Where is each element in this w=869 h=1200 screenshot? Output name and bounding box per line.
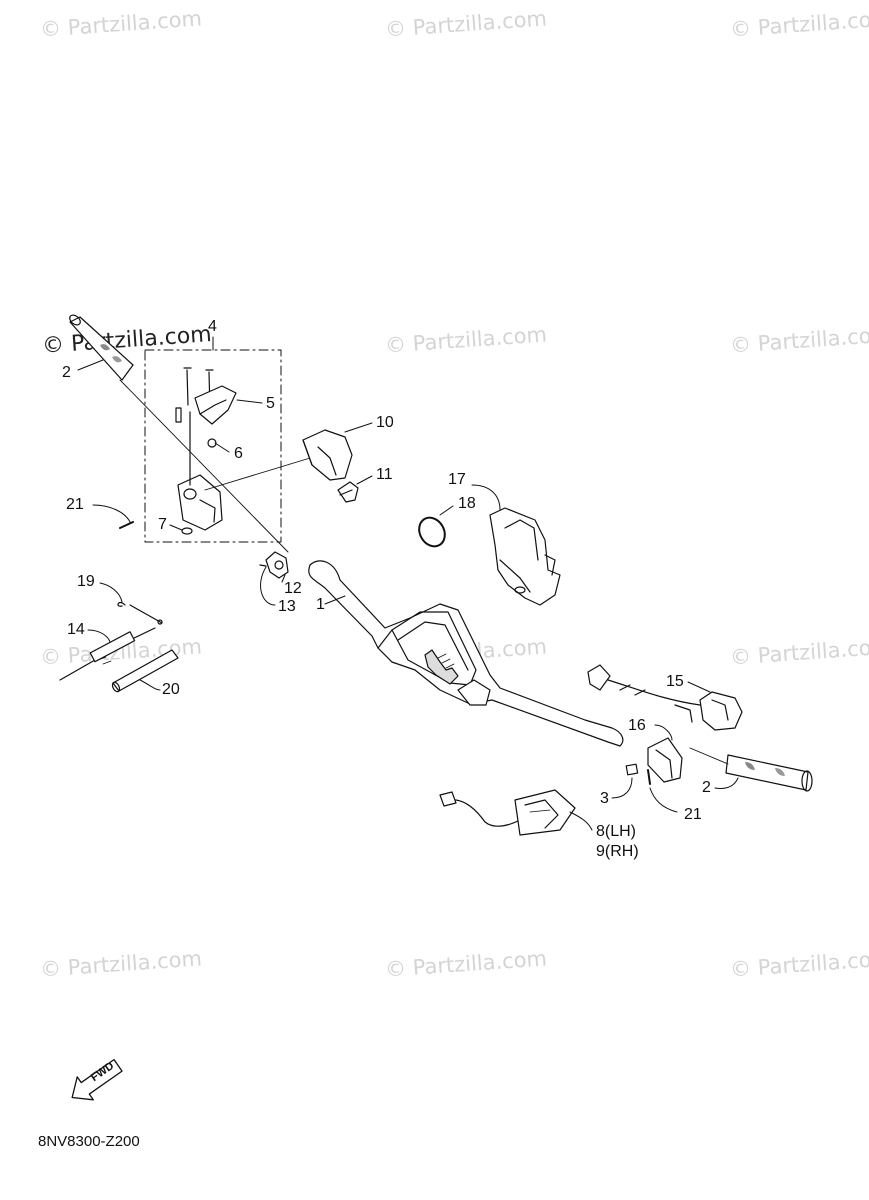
callout-4: 4 bbox=[208, 318, 217, 335]
leader-14 bbox=[87, 629, 111, 643]
leader-6 bbox=[214, 442, 230, 453]
leader-8-9 bbox=[569, 811, 593, 831]
callout-20: 20 bbox=[162, 681, 180, 698]
callout-10: 10 bbox=[376, 414, 394, 431]
throttle-housing-4 bbox=[177, 411, 223, 531]
callout-5: 5 bbox=[266, 395, 275, 412]
bracket-17 bbox=[489, 507, 561, 606]
axis-line bbox=[119, 379, 289, 553]
callout-15: 15 bbox=[666, 673, 684, 690]
callout-21: 21 bbox=[66, 496, 84, 513]
leader-21-left bbox=[92, 504, 131, 523]
switch-cover-10 bbox=[302, 429, 353, 481]
weight-3 bbox=[625, 763, 639, 776]
callout-11: 11 bbox=[376, 466, 393, 483]
fwd-arrow-icon bbox=[71, 1058, 123, 1101]
callout-8: 8(LH) bbox=[596, 823, 637, 840]
handlebar-1 bbox=[308, 560, 624, 747]
leader-2-right bbox=[714, 777, 739, 789]
callout-7: 7 bbox=[158, 516, 167, 533]
cable-19 bbox=[117, 601, 163, 625]
callout-2: 2 bbox=[62, 364, 71, 381]
screw-21-left bbox=[119, 521, 134, 529]
callout-14: 14 bbox=[67, 621, 85, 638]
leader-15 bbox=[687, 681, 711, 693]
callout-6: 6 bbox=[234, 445, 243, 462]
leader-3 bbox=[611, 777, 633, 799]
leader-12 bbox=[281, 574, 286, 583]
screw-7 bbox=[181, 527, 193, 535]
axis-line-2 bbox=[204, 454, 321, 491]
leader-2-left bbox=[77, 359, 104, 371]
leader-20 bbox=[139, 679, 161, 691]
throttle-lever-5 bbox=[175, 367, 237, 425]
holder-16 bbox=[647, 737, 683, 783]
leader-19 bbox=[99, 582, 123, 603]
leader-13 bbox=[260, 566, 276, 606]
callout-17: 17 bbox=[448, 471, 466, 488]
callout-12: 12 bbox=[284, 580, 302, 597]
left-grip-2 bbox=[69, 314, 134, 381]
leader-10 bbox=[344, 422, 373, 433]
callout-18: 18 bbox=[458, 495, 476, 512]
ring-18 bbox=[418, 516, 446, 548]
screw-21-right bbox=[647, 769, 651, 785]
callout-16: 16 bbox=[628, 717, 646, 734]
leader-1 bbox=[324, 595, 346, 605]
nut-6 bbox=[207, 438, 217, 448]
clamp-12 bbox=[259, 551, 289, 579]
right-grip-2 bbox=[689, 747, 813, 792]
callout-19: 19 bbox=[77, 573, 95, 590]
leader-21-right bbox=[649, 787, 678, 813]
tube-20 bbox=[111, 649, 179, 693]
callout-13: 13 bbox=[278, 598, 296, 615]
leader-7 bbox=[169, 524, 183, 531]
leader-5 bbox=[236, 399, 263, 404]
grip-heater-8-9 bbox=[439, 789, 576, 836]
leader-11 bbox=[356, 475, 373, 485]
switch-15 bbox=[587, 664, 743, 731]
diagram-code: 8NV8300-Z200 bbox=[38, 1133, 140, 1150]
callout-9: 9(RH) bbox=[596, 843, 639, 860]
leader-18 bbox=[439, 505, 454, 516]
callout-1: 1 bbox=[316, 596, 325, 613]
callout-2: 2 bbox=[702, 779, 711, 796]
callout-3: 3 bbox=[600, 790, 609, 807]
callout-21: 21 bbox=[684, 806, 702, 823]
assembly-4-box bbox=[144, 349, 282, 543]
leader-17 bbox=[471, 484, 501, 511]
switch-11 bbox=[337, 481, 359, 503]
leader-16 bbox=[654, 724, 673, 741]
